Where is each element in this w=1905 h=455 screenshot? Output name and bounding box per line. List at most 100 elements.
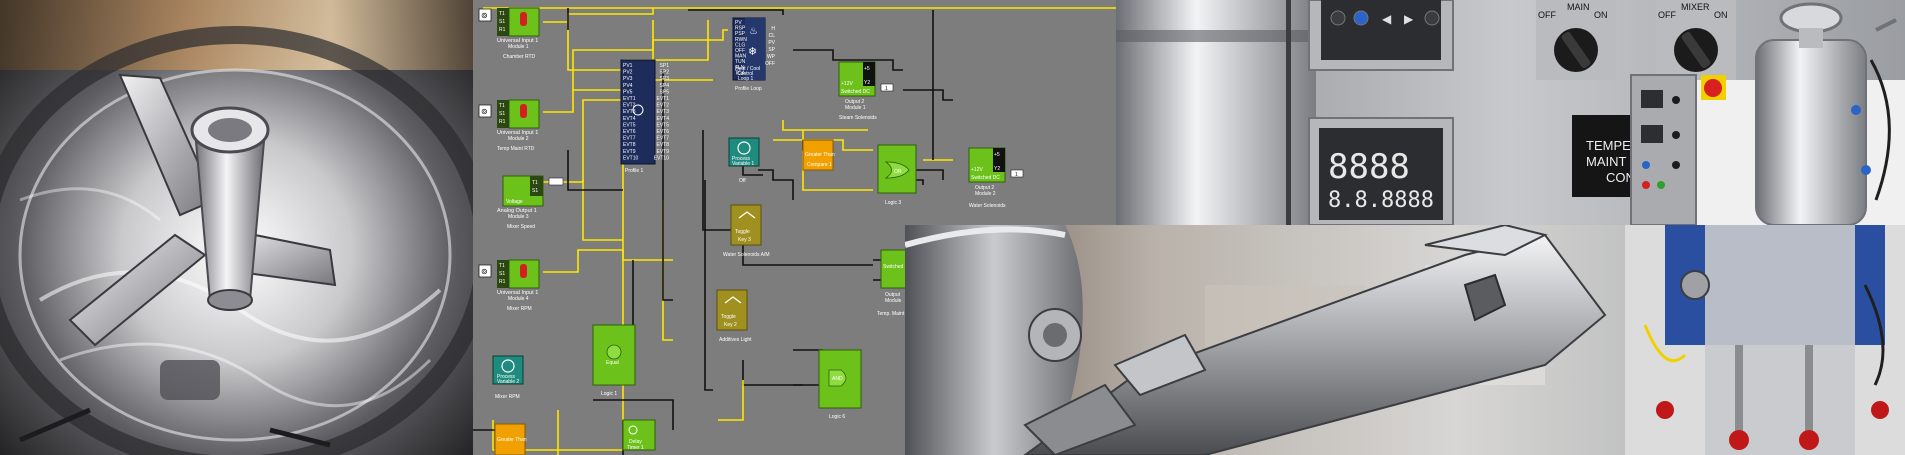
block-caption: Off	[739, 178, 746, 184]
emergency-stop-icon	[1704, 79, 1722, 97]
block-caption: Logic 1	[601, 391, 617, 397]
mixer-switch[interactable]: OFF MIXER ON	[1656, 0, 1736, 80]
block-universal-input-module-1[interactable]: ⊚ T1 S1 R1 Universal Input 1 Module 1 Ch…	[478, 7, 540, 60]
pin-label: EVT2	[656, 103, 669, 109]
pin-label: EVT7	[656, 136, 669, 142]
equal-gate-icon	[606, 344, 622, 360]
block-logic-6[interactable]: AND Logic 6	[818, 349, 862, 420]
pin-label: EVT3	[623, 109, 636, 115]
pin-y2: Y2	[994, 166, 1000, 172]
block-switched-dc-output-module-2[interactable]: +5 +12V Y2 Switched DC 1 Output 2 Module…	[968, 147, 1024, 209]
block-title: Greater Than	[805, 152, 835, 158]
menu-key-icon	[1424, 10, 1440, 26]
block-toggle-key-2[interactable]: Toggle Key 2 Additives Light	[716, 289, 752, 343]
pin-12v: +12V	[971, 167, 983, 173]
hand-icon	[738, 211, 756, 219]
control-panel-photo: ◀ ▶ 8888 8.8.8888 OFF MAIN ON OFF MIXER …	[1116, 0, 1905, 225]
pin-label: PV	[735, 20, 742, 26]
mixer-switch-off: OFF	[1658, 10, 1676, 20]
pin-label: EVT4	[656, 116, 669, 122]
block-sub2: Loop 1	[738, 76, 754, 82]
pin-label: RSP	[735, 26, 746, 32]
pin-r1: R1	[499, 27, 506, 33]
pin-label: WP	[767, 54, 776, 60]
block-caption: Mixer RPM	[507, 306, 532, 312]
block-profile-1[interactable]: PV1PV2PV3PV4PV5EVT1EVT2EVT3EVT4EVT5EVT6E…	[620, 59, 670, 174]
profile-left-pins: PV1PV2PV3PV4PV5EVT1EVT2EVT3EVT4EVT5EVT6E…	[623, 63, 639, 161]
pin-t1: T1	[532, 180, 538, 186]
block-compare-partial[interactable]: Greater Than	[494, 423, 527, 455]
pin-label: EVT6	[623, 129, 636, 135]
block-process-variable-2[interactable]: Process Variable 2 Mixer RPM	[492, 355, 524, 400]
block-sub: Module 2	[508, 136, 529, 142]
block-sub: Module 1	[508, 44, 529, 50]
pin-label: EVT1	[623, 96, 636, 102]
caster-wheel-icon	[1656, 401, 1674, 419]
block-compare-1[interactable]: Greater Than Compare 1	[802, 139, 835, 171]
pin-s1: S1	[499, 271, 505, 277]
block-universal-input-module-4[interactable]: ⊚ T1 S1 R1 Universal Input 1 Module 4 Mi…	[478, 259, 540, 312]
main-switch[interactable]: OFF MAIN ON	[1536, 0, 1616, 80]
block-title: Toggle	[721, 314, 736, 320]
caster-wheel-icon	[1799, 430, 1819, 450]
pin-label: TCA	[735, 70, 746, 76]
block-title: Heat / Cool	[735, 66, 760, 72]
pin-r1: R1	[499, 279, 506, 285]
rotary-knob-icon	[1681, 31, 1711, 69]
gauge-icon	[501, 359, 515, 373]
pin-plus5: +5	[864, 66, 870, 72]
pin-12v: +12V	[841, 81, 853, 87]
block-caption: Mixer Speed	[507, 224, 535, 230]
pin-label: CLG	[735, 42, 745, 48]
pin-label: H	[771, 26, 775, 32]
sensor-icon: ⊚	[481, 11, 488, 20]
block-switched-dc-output-module-1[interactable]: +5 +12V Y2 Switched DC 1 Output 2 Module…	[838, 61, 894, 121]
left-arrow-icon: ◀	[1382, 12, 1392, 26]
block-sub: Module 3	[508, 214, 529, 220]
block-title: Toggle	[735, 229, 750, 235]
pin-r1: R1	[499, 119, 506, 125]
sensor-icon: ⊚	[481, 107, 488, 116]
block-title: OR	[894, 169, 902, 175]
display-lower: 8.8.8888	[1328, 188, 1434, 213]
block-sub: Timer 1	[627, 445, 644, 451]
block-universal-input-module-2[interactable]: ⊚ T1 S1 R1 Universal Input 1 Module 2 Te…	[478, 99, 540, 152]
block-caption: Water Solenoids A/M	[723, 252, 770, 258]
right-arrow-icon: ▶	[1404, 12, 1414, 26]
pin-label: PV4	[623, 83, 633, 89]
block-caption: Chamber RTD	[503, 54, 536, 60]
pin-label: EVT3	[656, 109, 669, 115]
thermometer-icon	[520, 12, 527, 26]
pin-label: SP4	[660, 83, 670, 89]
pin-label: OFF	[765, 61, 775, 67]
block-sub: Compare 1	[807, 162, 832, 168]
block-sub: Variable 2	[497, 379, 519, 385]
block-toggle-key-3[interactable]: Toggle Key 3 Water Solenoids A/M	[723, 204, 770, 258]
block-title: Switched DC	[841, 89, 870, 95]
pin-label: EVT9	[656, 149, 669, 155]
block-analog-output-module-3[interactable]: T1 S1 Voltage Analog Output 1 Module 3 M…	[497, 175, 564, 230]
pin-label: PV	[768, 40, 775, 46]
block-switched-dc-output-partial[interactable]: Switched DC Output Module Temp. Maint	[877, 249, 912, 317]
block-process-variable-1[interactable]: Process Variable 1 Off	[728, 137, 760, 184]
pin-s1: S1	[499, 19, 505, 25]
pin-label: MAN	[735, 54, 747, 60]
block-sub: Control	[737, 71, 753, 77]
block-diagram-canvas: ⊚ T1 S1 R1 Universal Input 1 Module 1 Ch…	[473, 7, 1116, 455]
block-logic-3[interactable]: OR Logic 3	[877, 144, 917, 206]
block-logic-1[interactable]: Equal Logic 1	[592, 324, 636, 397]
block-sub2: Module 2	[975, 191, 996, 197]
pin-label: PV1	[623, 63, 633, 69]
block-delay-timer-1[interactable]: Delay Timer 1	[622, 419, 656, 451]
block-caption: Water Solenoids	[969, 203, 1006, 209]
pin-label: SP	[768, 47, 775, 53]
pin-label: EVT1	[656, 96, 669, 102]
sensor-icon: ⊚	[481, 267, 488, 276]
caster-wheel-icon	[1729, 430, 1749, 450]
photo-mixer-interior	[0, 0, 473, 455]
pin-label: SP5	[660, 89, 670, 95]
and-gate-icon	[828, 369, 847, 387]
main-switch-on: ON	[1594, 10, 1608, 20]
